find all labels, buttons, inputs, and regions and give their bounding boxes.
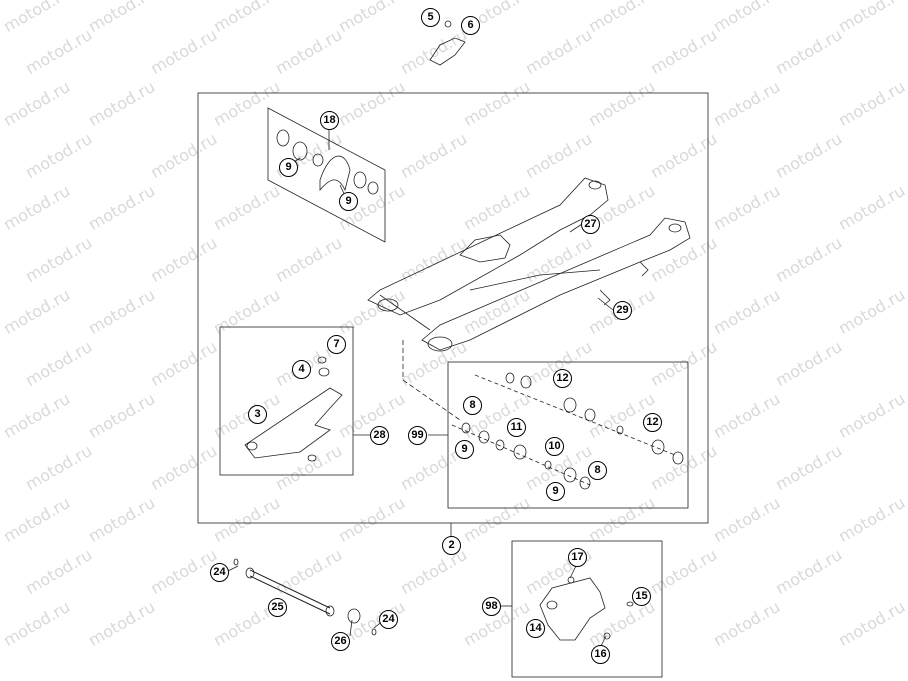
callout-2[interactable]: 2: [442, 536, 461, 555]
callout-24[interactable]: 24: [379, 610, 398, 629]
callout-10[interactable]: 10: [545, 437, 564, 456]
callout-14[interactable]: 14: [526, 619, 545, 638]
callout-5[interactable]: 5: [421, 8, 440, 27]
callout-17[interactable]: 17: [568, 548, 587, 567]
callout-99[interactable]: 99: [408, 426, 427, 445]
callout-4[interactable]: 4: [292, 360, 311, 379]
callout-12[interactable]: 12: [643, 413, 662, 432]
chain-slider-box: [219, 326, 354, 476]
callout-29[interactable]: 29: [613, 301, 632, 320]
chain-guide-box: [511, 540, 663, 678]
callout-7[interactable]: 7: [327, 335, 346, 354]
callout-18[interactable]: 18: [320, 111, 339, 130]
callout-12[interactable]: 12: [553, 369, 572, 388]
callout-8[interactable]: 8: [463, 396, 482, 415]
callout-6[interactable]: 6: [461, 16, 480, 35]
callout-24[interactable]: 24: [210, 563, 229, 582]
callout-8[interactable]: 8: [588, 461, 607, 480]
callout-25[interactable]: 25: [268, 598, 287, 617]
main-assembly-box: [197, 92, 709, 524]
callout-27[interactable]: 27: [581, 215, 600, 234]
bearing-kit-box: [267, 107, 386, 243]
callout-9[interactable]: 9: [455, 440, 474, 459]
callout-26[interactable]: 26: [331, 632, 350, 651]
callout-28[interactable]: 28: [370, 426, 389, 445]
callout-16[interactable]: 16: [591, 645, 610, 664]
callout-15[interactable]: 15: [632, 587, 651, 606]
callout-98[interactable]: 98: [482, 597, 501, 616]
callout-9[interactable]: 9: [339, 192, 358, 211]
callout-11[interactable]: 11: [507, 418, 526, 437]
callout-3[interactable]: 3: [248, 405, 267, 424]
callout-9[interactable]: 9: [546, 482, 565, 501]
callout-9[interactable]: 9: [279, 158, 298, 177]
